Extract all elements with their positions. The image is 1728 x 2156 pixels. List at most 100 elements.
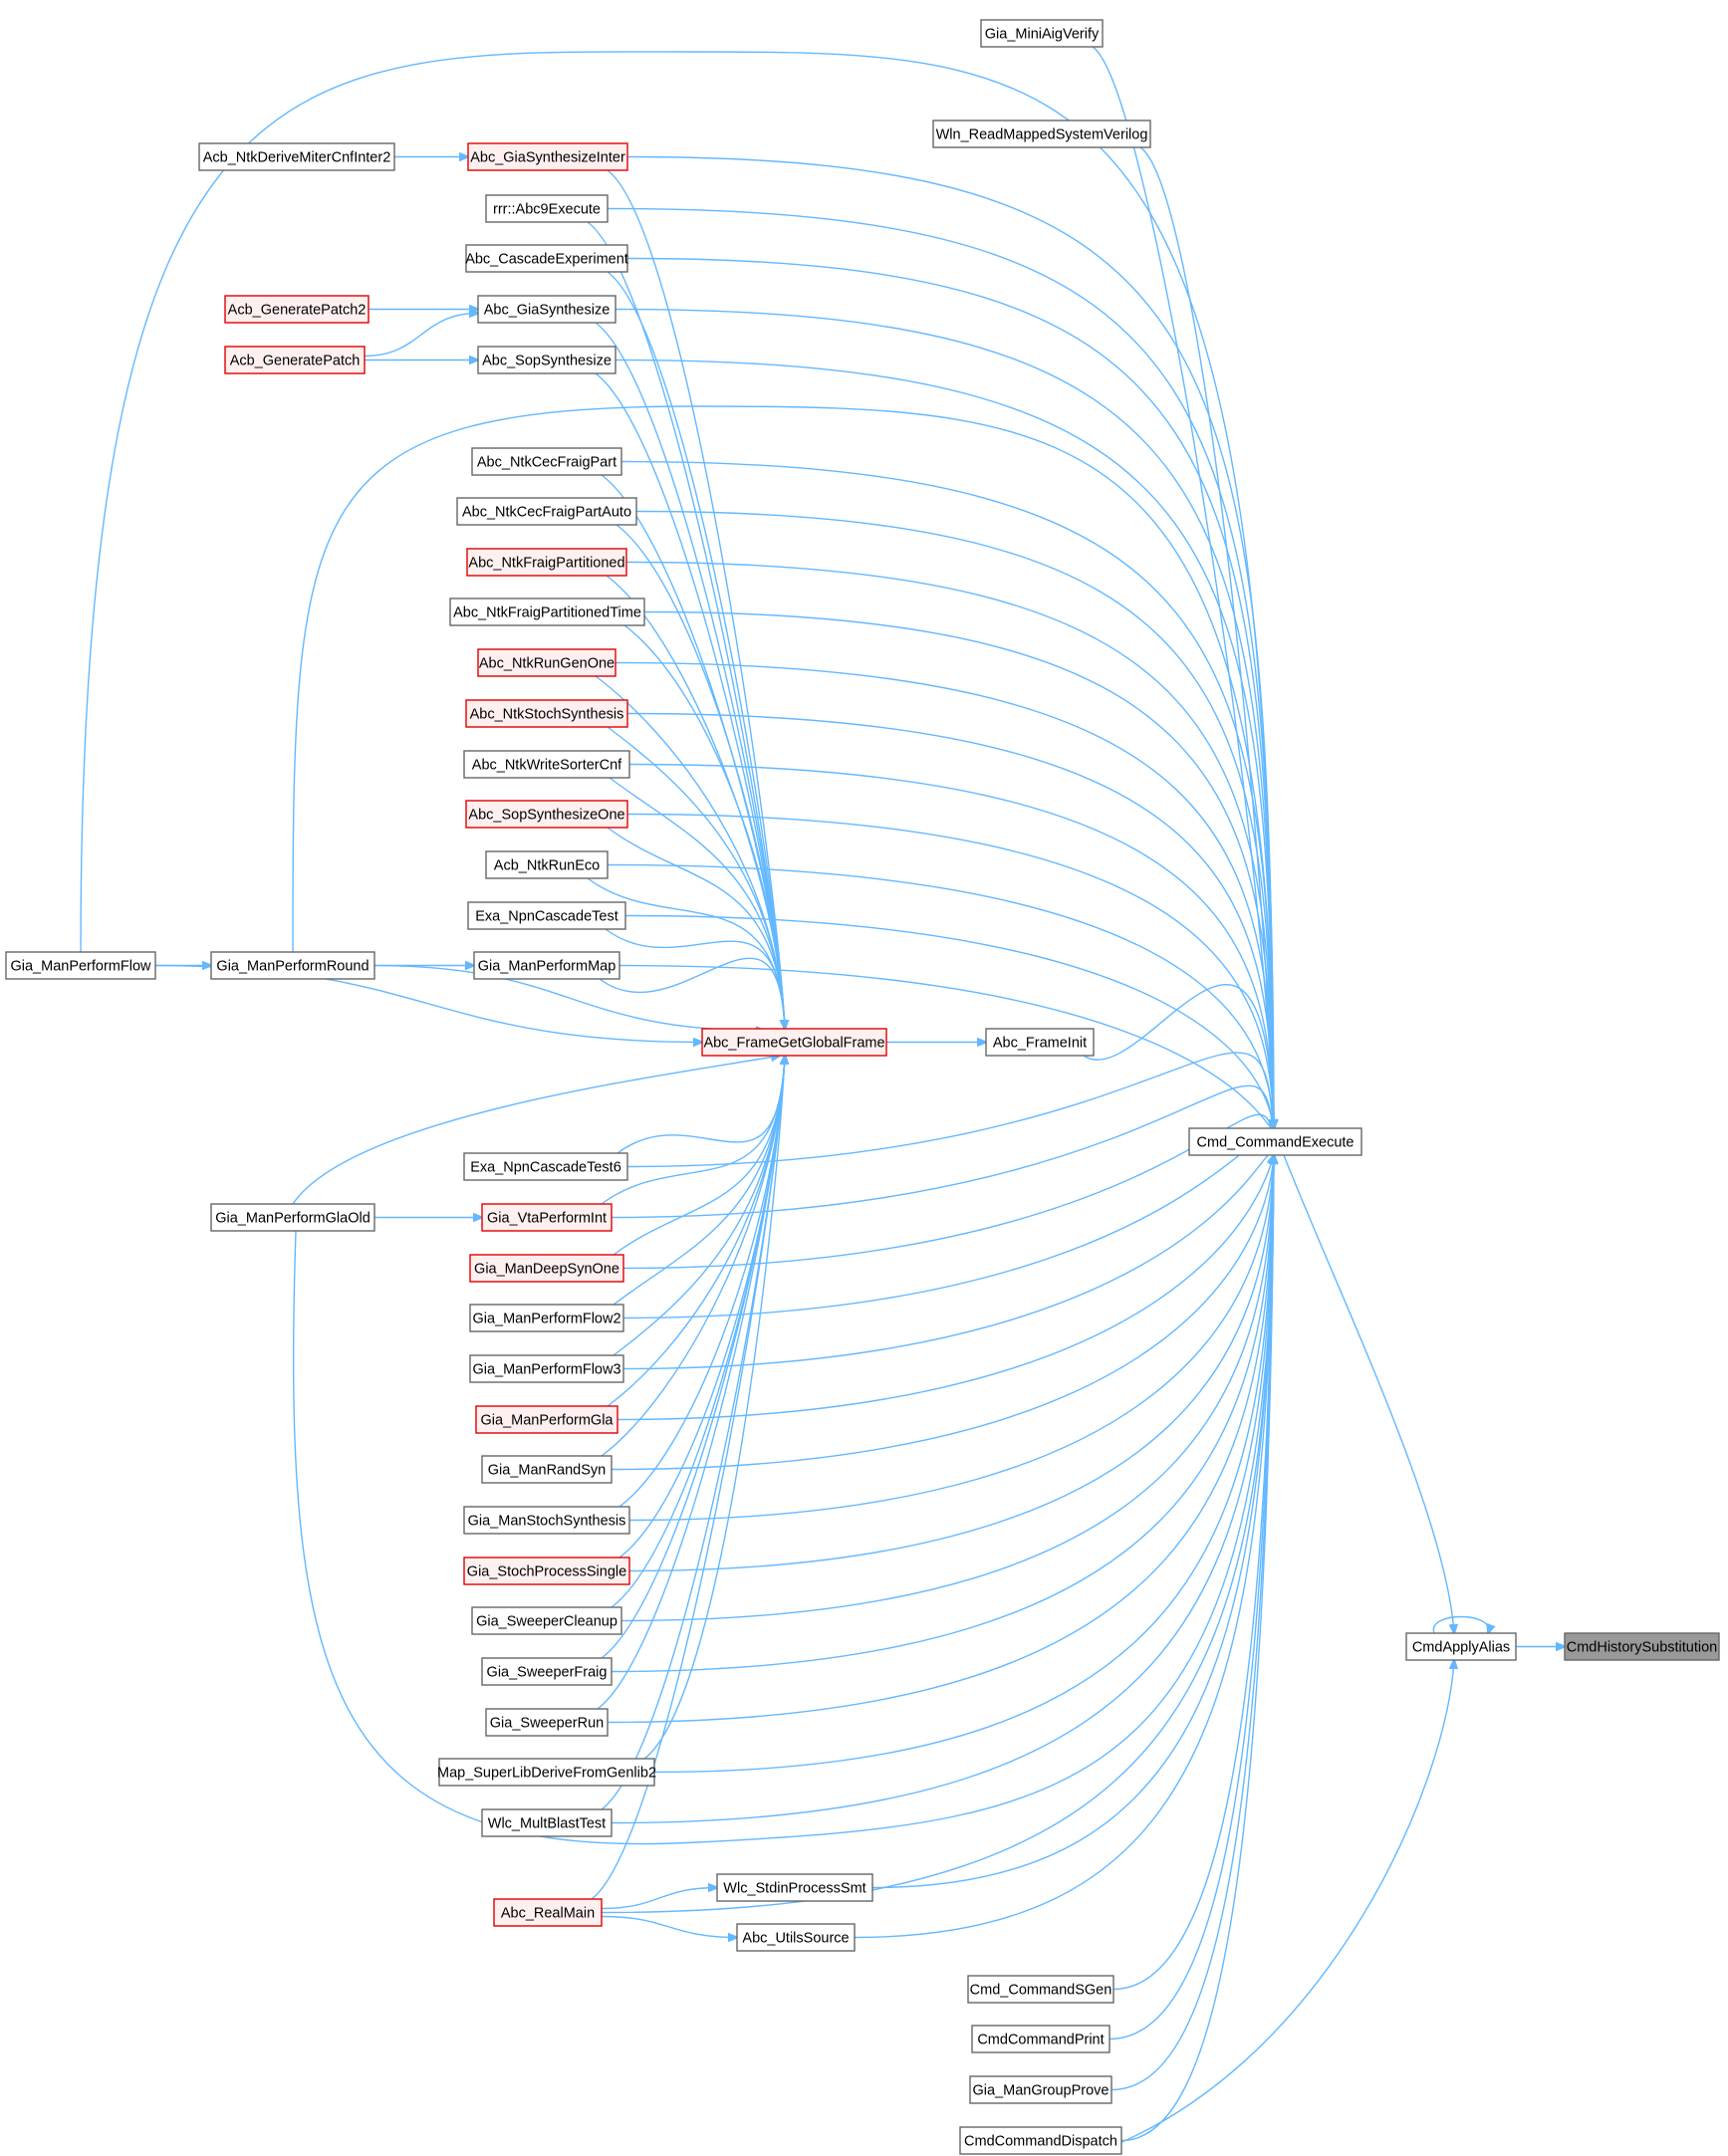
node-box[interactable] (736, 1923, 856, 1952)
node-box[interactable] (463, 1506, 630, 1535)
node-abc-ntkcecfraigpartauto[interactable]: Abc_NtkCecFraigPartAuto (456, 497, 637, 526)
node-box[interactable] (481, 1657, 613, 1686)
node-gia-sweeperrun[interactable]: Gia_SweeperRun (485, 1708, 609, 1737)
node-acb-ntkderivemitercnfinter2[interactable]: Acb_NtkDeriveMiterCnfInter2 (198, 142, 395, 171)
node-box[interactable] (465, 699, 628, 728)
node-cmdcommanddispatch[interactable]: CmdCommandDispatch (959, 2126, 1122, 2155)
node-box[interactable] (467, 901, 626, 930)
node-box[interactable] (969, 2075, 1112, 2104)
node-abc-realmain[interactable]: Abc_RealMain (493, 1898, 603, 1927)
node-acb-generatepatch[interactable]: Acb_GeneratePatch (224, 346, 366, 374)
node-acb-ntkruneco[interactable]: Acb_NtkRunEco (485, 850, 609, 879)
node-box[interactable] (967, 1975, 1114, 2004)
node-box[interactable] (481, 1203, 613, 1232)
node-abc-ntkfraigpartitioned[interactable]: Abc_NtkFraigPartitioned (466, 548, 627, 577)
node-gia-manrandsyn[interactable]: Gia_ManRandSyn (481, 1455, 613, 1484)
node-gia-sweeperfraig[interactable]: Gia_SweeperFraig (481, 1657, 613, 1686)
node-box[interactable] (471, 1606, 622, 1635)
node-gia-manperformmap[interactable]: Gia_ManPerformMap (473, 951, 620, 980)
node-box[interactable] (701, 1028, 887, 1057)
node-gia-manperformflow2[interactable]: Gia_ManPerformFlow2 (469, 1304, 624, 1332)
node-abc-frameinit[interactable]: Abc_FrameInit (985, 1028, 1095, 1057)
node-cmdcommandprint[interactable]: CmdCommandPrint (971, 2025, 1111, 2053)
node-abc-ntkcecfraigpart[interactable]: Abc_NtkCecFraigPart (471, 447, 622, 476)
node-abc-ntkwritesortercnf[interactable]: Abc_NtkWriteSorterCnf (463, 750, 630, 779)
node-box[interactable] (466, 548, 627, 577)
node-box[interactable] (224, 346, 366, 374)
node-abc-sopsynthesize[interactable]: Abc_SopSynthesize (477, 346, 617, 374)
node-gia-vtaperformint[interactable]: Gia_VtaPerformInt (481, 1203, 613, 1232)
node-gia-manperformround[interactable]: Gia_ManPerformRound (210, 951, 375, 980)
node-gia-manstochsynthesis[interactable]: Gia_ManStochSynthesis (463, 1506, 630, 1535)
node-abc-ntkrungenone[interactable]: Abc_NtkRunGenOne (477, 648, 617, 677)
node-gia-manperformflow3[interactable]: Gia_ManPerformFlow3 (469, 1354, 624, 1383)
node-box[interactable] (1405, 1632, 1517, 1661)
node-box[interactable] (456, 497, 637, 526)
node-box[interactable] (224, 295, 370, 324)
node-box[interactable] (469, 1354, 624, 1383)
node-gia-miniaigverify[interactable]: Gia_MiniAigVerify (980, 19, 1104, 48)
node-rrr-abc9execute[interactable]: rrr::Abc9Execute (485, 194, 609, 223)
node-box[interactable] (932, 120, 1151, 148)
node-cmd-commandsgen[interactable]: Cmd_CommandSGen (967, 1975, 1114, 2004)
node-exa-npncascadetest6[interactable]: Exa_NpnCascadeTest6 (463, 1152, 628, 1181)
node-box[interactable] (971, 2025, 1111, 2053)
node-abc-sopsynthesizeone[interactable]: Abc_SopSynthesizeOne (465, 800, 628, 829)
node-box[interactable] (473, 951, 620, 980)
node-map-superlibderivefromgenlib2[interactable]: Map_SuperLibDeriveFromGenlib2 (437, 1758, 656, 1787)
node-box[interactable] (959, 2126, 1122, 2155)
node-box[interactable] (449, 598, 645, 626)
node-box[interactable] (485, 194, 609, 223)
node-wlc-stdinprocesssmt[interactable]: Wlc_StdinProcessSmt (716, 1873, 873, 1902)
node-exa-npncascadetest[interactable]: Exa_NpnCascadeTest (467, 901, 626, 930)
node-abc-ntkstochsynthesis[interactable]: Abc_NtkStochSynthesis (465, 699, 628, 728)
node-box[interactable] (985, 1028, 1095, 1057)
node-box[interactable] (485, 850, 609, 879)
node-box[interactable] (475, 1405, 618, 1434)
node-abc-cascadeexperiment[interactable]: Abc_CascadeExperiment (465, 244, 628, 273)
node-box[interactable] (438, 1758, 655, 1787)
node-box[interactable] (481, 1455, 613, 1484)
node-gia-manperformglaold[interactable]: Gia_ManPerformGlaOld (210, 1203, 375, 1232)
node-box[interactable] (465, 244, 628, 273)
node-box[interactable] (481, 1808, 613, 1837)
node-wln-readmappedsystemverilog[interactable]: Wln_ReadMappedSystemVerilog (932, 120, 1151, 148)
node-abc-giasynthesize[interactable]: Abc_GiaSynthesize (477, 295, 617, 324)
node-box[interactable] (463, 750, 630, 779)
node-box[interactable] (471, 447, 622, 476)
node-box[interactable] (493, 1898, 603, 1927)
node-box[interactable] (463, 1557, 630, 1585)
node-cmdhistorysubstitution[interactable]: CmdHistorySubstitution (1564, 1632, 1720, 1661)
node-acb-generatepatch2[interactable]: Acb_GeneratePatch2 (224, 295, 370, 324)
node-abc-utilssource[interactable]: Abc_UtilsSource (736, 1923, 856, 1952)
node-box[interactable] (477, 648, 617, 677)
node-box[interactable] (465, 800, 628, 829)
node-gia-sweepercleanup[interactable]: Gia_SweeperCleanup (471, 1606, 622, 1635)
node-box[interactable] (716, 1873, 873, 1902)
node-box[interactable] (210, 1203, 375, 1232)
node-cmdapplyalias[interactable]: CmdApplyAlias (1405, 1632, 1517, 1661)
node-box[interactable] (477, 295, 617, 324)
node-box[interactable] (1564, 1632, 1720, 1661)
node-gia-mangroupprove[interactable]: Gia_ManGroupProve (969, 2075, 1112, 2104)
node-box[interactable] (469, 1254, 624, 1283)
node-box[interactable] (198, 142, 395, 171)
node-wlc-multblasttest[interactable]: Wlc_MultBlastTest (481, 1808, 613, 1837)
node-box[interactable] (463, 1152, 628, 1181)
node-abc-ntkfraigpartitionedtime[interactable]: Abc_NtkFraigPartitionedTime (449, 598, 645, 626)
node-abc-giasynthesizeinter[interactable]: Abc_GiaSynthesizeInter (467, 142, 628, 171)
node-box[interactable] (467, 142, 628, 171)
node-box[interactable] (485, 1708, 609, 1737)
node-gia-manperformflow[interactable]: Gia_ManPerformFlow (5, 951, 156, 980)
node-box[interactable] (5, 951, 156, 980)
node-box[interactable] (210, 951, 375, 980)
node-gia-manperformgla[interactable]: Gia_ManPerformGla (475, 1405, 618, 1434)
node-box[interactable] (980, 19, 1104, 48)
node-box[interactable] (1188, 1127, 1362, 1156)
node-box[interactable] (469, 1304, 624, 1332)
node-box[interactable] (477, 346, 617, 374)
node-abc-framegetglobalframe[interactable]: Abc_FrameGetGlobalFrame (701, 1028, 887, 1057)
node-gia-mandeepsynone[interactable]: Gia_ManDeepSynOne (469, 1254, 624, 1283)
node-gia-stochprocesssingle[interactable]: Gia_StochProcessSingle (463, 1557, 630, 1585)
node-cmd-commandexecute[interactable]: Cmd_CommandExecute (1188, 1127, 1362, 1156)
